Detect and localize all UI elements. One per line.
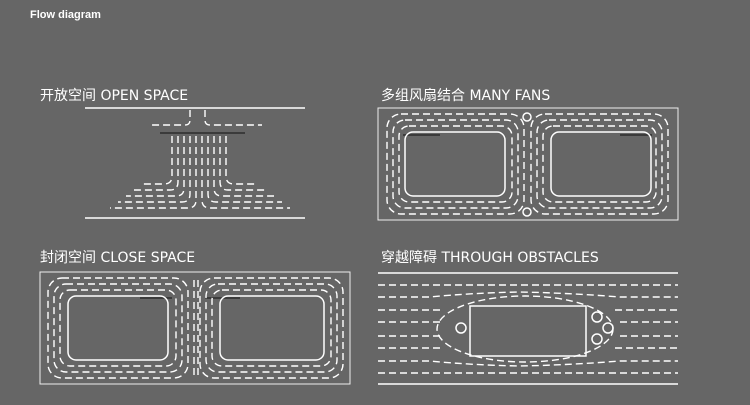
flow-line <box>142 136 173 185</box>
panel-title-close-space: 封闭空间 CLOSE SPACE <box>40 250 196 266</box>
flow-line <box>118 136 191 203</box>
flow-line <box>225 136 258 185</box>
flow-loop <box>59 289 177 367</box>
flow-line <box>378 360 678 367</box>
flow-line <box>110 136 197 209</box>
flow-loop <box>47 277 189 379</box>
flow-loop <box>398 125 513 203</box>
inner-zone <box>550 131 652 197</box>
room-boundary <box>377 107 679 221</box>
flow-loop <box>53 283 183 373</box>
room-boundary <box>39 271 351 385</box>
obstacle-block <box>469 305 587 357</box>
flow-loop <box>211 289 332 367</box>
flow-loop <box>392 119 519 209</box>
flow-loop <box>536 119 663 209</box>
open-space-diagram <box>85 107 305 219</box>
panel-title-many-fans: 多组风扇结合 MANY FANS <box>381 88 551 104</box>
obstacle-circle <box>591 311 603 323</box>
page-title: Flow diagram <box>30 9 101 21</box>
inner-zone <box>404 131 506 197</box>
inlet-arrow <box>150 110 191 126</box>
flow-loop <box>542 125 657 203</box>
flow-loop <box>530 113 669 215</box>
inner-zone <box>219 295 325 361</box>
panel-title-through-obstacles: 穿越障碍 THROUGH OBSTACLES <box>381 250 599 266</box>
flow-line <box>213 136 274 197</box>
obstacle-circle <box>522 112 532 122</box>
flow-line <box>219 136 266 191</box>
obstacle-circle <box>602 322 614 334</box>
flow-line <box>134 136 179 191</box>
flow-line <box>126 136 185 197</box>
obstacle-circle <box>522 207 532 217</box>
obstacle-circle <box>455 322 467 334</box>
through-obstacles-diagram <box>378 272 678 385</box>
many-fans-diagram <box>377 107 679 221</box>
flow-line <box>201 136 290 209</box>
panel-title-open-space: 开放空间 OPEN SPACE <box>40 88 189 104</box>
inner-zone <box>67 295 169 361</box>
flow-loop <box>205 283 338 373</box>
flow-line <box>207 136 282 203</box>
flow-line <box>378 291 678 298</box>
flow-loop <box>199 277 344 379</box>
flow-loop <box>386 113 525 215</box>
close-space-diagram <box>39 271 351 385</box>
obstacle-circle <box>591 333 603 345</box>
inlet-arrow <box>204 110 262 126</box>
